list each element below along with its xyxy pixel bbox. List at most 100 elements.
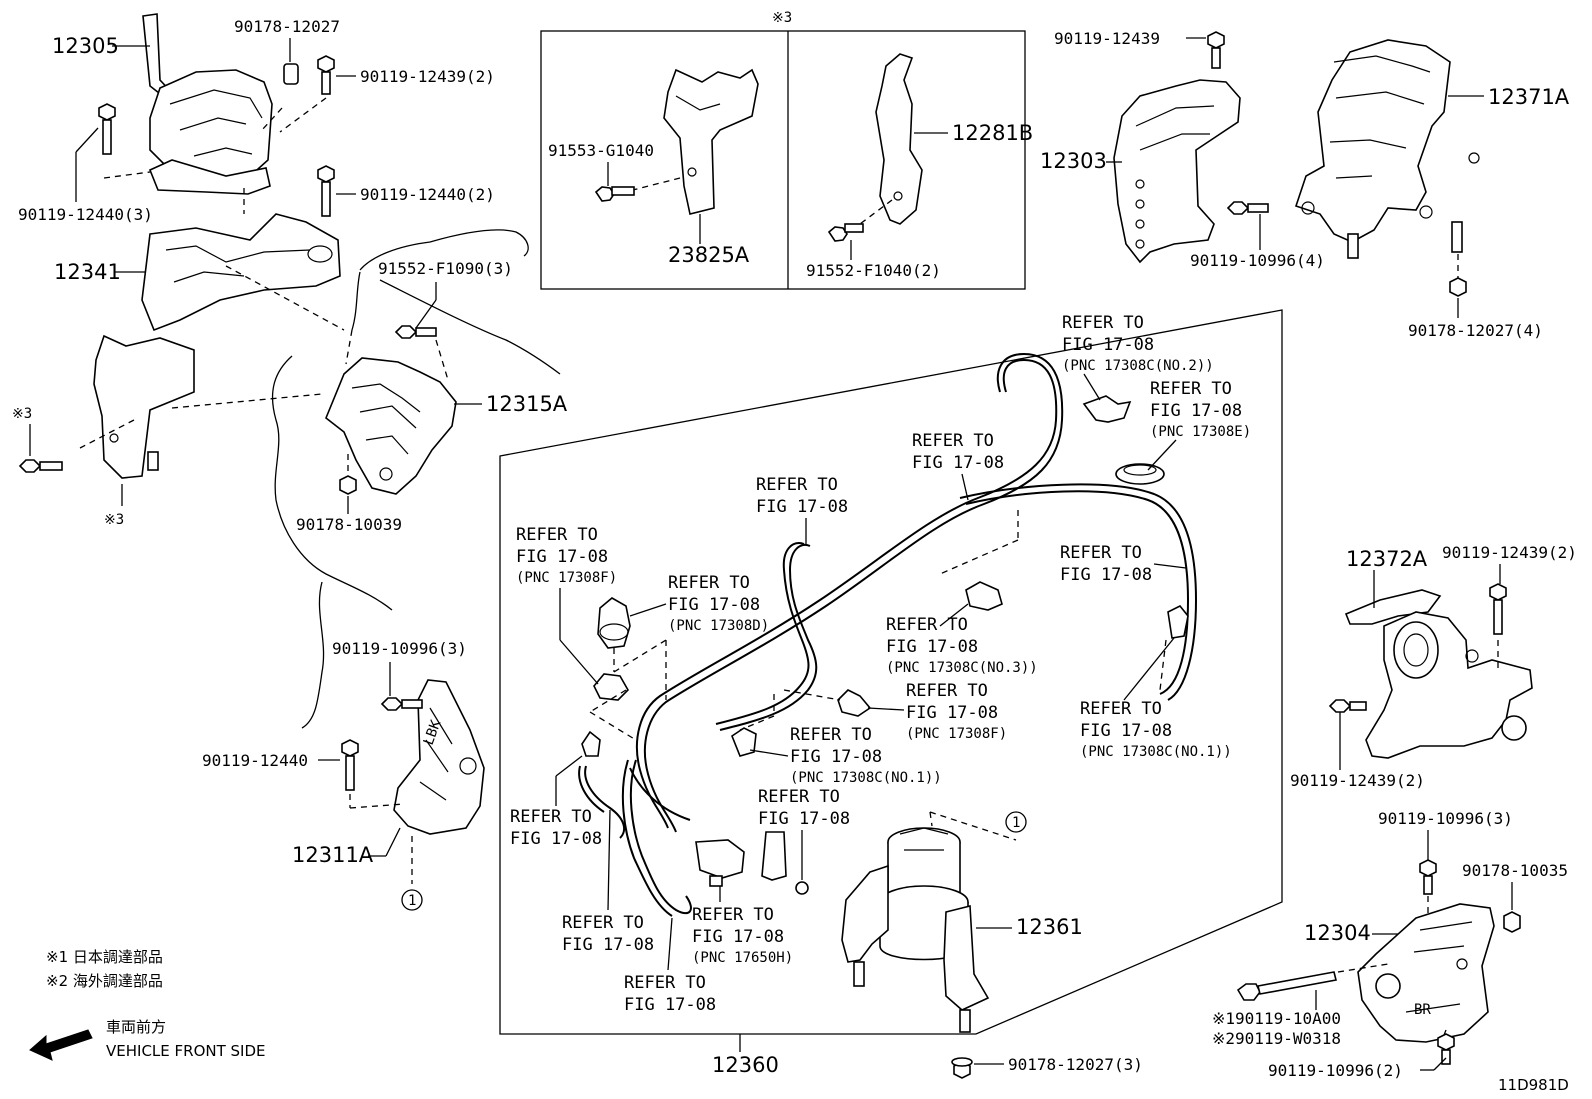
part-12311A[interactable]: LBK <box>393 679 485 835</box>
svg-text:FIG 17-08: FIG 17-08 <box>1062 335 1154 355</box>
svg-text:FIG 17-08: FIG 17-08 <box>1080 721 1172 741</box>
legend-note-1: ※1 日本調達部品 <box>46 948 163 966</box>
part-12372A[interactable] <box>1344 589 1533 759</box>
svg-text:FIG 17-08: FIG 17-08 <box>516 547 608 567</box>
bolt-91552-F1040[interactable] <box>827 223 864 242</box>
label-12303: 12303 <box>1040 149 1107 173</box>
label-90178-12027-3: 90178-12027(3) <box>1008 1055 1143 1074</box>
nut-90178-12027-4[interactable] <box>1449 277 1467 297</box>
label-90178-10035: 90178-10035 <box>1462 861 1568 880</box>
clip-17308C-no1-right[interactable] <box>1167 604 1189 639</box>
part-12341[interactable] <box>141 213 341 332</box>
circle-1-left <box>401 889 423 911</box>
bolt-91552-F1090-3[interactable] <box>394 325 437 339</box>
part-12361[interactable] <box>841 827 990 1033</box>
label-12311A: 12311A <box>292 843 374 867</box>
label-12372A: 12372A <box>1346 547 1428 571</box>
bolt-90119-12439-2-bottom[interactable] <box>1328 699 1367 713</box>
svg-text:REFER TO: REFER TO <box>516 525 598 545</box>
label-90119-10996-3-left: 90119-10996(3) <box>332 639 467 658</box>
bolt-90119-12440[interactable] <box>341 739 359 791</box>
svg-text:(PNC 17650H): (PNC 17650H) <box>692 950 793 966</box>
part-bracket-left[interactable] <box>93 334 195 479</box>
refer-17308D: REFER TO FIG 17-08 (PNC 17308D) <box>629 573 769 634</box>
clip-17308E[interactable] <box>1115 463 1165 485</box>
valve-17650H[interactable] <box>695 839 745 887</box>
part-12305[interactable] <box>103 13 283 195</box>
bolt-90119-12439-2[interactable] <box>317 55 335 95</box>
label-91552-F1040: 91552-F1040(2) <box>806 261 941 280</box>
bolt-90119-12440-2[interactable] <box>317 165 335 217</box>
svg-text:FIG 17-08: FIG 17-08 <box>692 927 784 947</box>
part-12281B[interactable] <box>859 53 923 225</box>
label-90119-10996-2: 90119-10996(2) <box>1268 1061 1403 1080</box>
svg-text:REFER TO: REFER TO <box>1062 313 1144 333</box>
svg-text:REFER TO: REFER TO <box>1060 543 1142 563</box>
svg-text:FIG 17-08: FIG 17-08 <box>758 809 850 829</box>
front-label-jp: 車両前方 <box>106 1018 166 1036</box>
svg-text:(PNC 17308F): (PNC 17308F) <box>906 726 1007 742</box>
bolt-90119-12439[interactable] <box>1207 31 1225 69</box>
bolt-bracket-small[interactable] <box>795 881 809 895</box>
label-90119-12439-2-bottom: 90119-12439(2) <box>1290 771 1425 790</box>
label-90178-12027: 90178-12027 <box>234 17 340 36</box>
clip-17308D[interactable] <box>597 597 631 649</box>
nut-90178-12027-3[interactable] <box>951 1057 973 1079</box>
clip-17308F-mid[interactable] <box>837 689 872 717</box>
part-12315A[interactable] <box>325 357 457 495</box>
part-12371A[interactable] <box>1294 39 1480 259</box>
label-12281B: 12281B <box>952 121 1033 145</box>
svg-text:REFER TO: REFER TO <box>912 431 994 451</box>
svg-text:(PNC 17308D): (PNC 17308D) <box>668 618 769 634</box>
bolt-91553-G1040[interactable] <box>594 186 635 202</box>
svg-text:(PNC 17308F): (PNC 17308F) <box>516 570 617 586</box>
label-23825A: 23825A <box>668 243 750 267</box>
bolt-90119-10996-3-right[interactable] <box>1419 859 1437 895</box>
bolt-90119-12439-2-right[interactable] <box>1489 583 1507 635</box>
bolt-90119-10996-3-left[interactable] <box>380 697 423 711</box>
svg-text:BR: BR <box>1414 1002 1431 1018</box>
nut-90178-10039[interactable] <box>339 475 357 495</box>
long-bolt-90119-10A00[interactable] <box>1236 971 1337 1001</box>
part-12303[interactable] <box>1113 79 1241 264</box>
svg-text:REFER TO: REFER TO <box>1150 379 1232 399</box>
label-12371A: 12371A <box>1488 85 1570 109</box>
svg-text:(PNC 17308E): (PNC 17308E) <box>1150 424 1251 440</box>
refer-fig-bracket: REFER TO FIG 17-08 <box>758 787 850 880</box>
refer-17308C-no2: REFER TO FIG 17-08 (PNC 17308C(NO.2)) <box>1062 313 1214 401</box>
clip-17308C-no1-mid[interactable] <box>731 727 757 757</box>
hose-box-outline <box>499 309 1283 1035</box>
clip-17308C-no3[interactable] <box>965 581 1003 611</box>
bolt-90119-10996-2[interactable] <box>1437 1033 1455 1065</box>
bolt-left-3[interactable] <box>18 459 63 473</box>
svg-text:FIG 17-08: FIG 17-08 <box>886 637 978 657</box>
bracket-small[interactable] <box>761 831 787 881</box>
nut-90178-10035[interactable] <box>1503 911 1521 933</box>
clip-17308F-left2[interactable] <box>581 730 601 757</box>
nut-90178-12027[interactable] <box>283 63 299 85</box>
svg-text:REFER TO: REFER TO <box>692 905 774 925</box>
label-12305: 12305 <box>52 34 119 58</box>
clip-17308C-no2[interactable] <box>1082 395 1132 423</box>
refer-17308F-mid: REFER TO FIG 17-08 (PNC 17308F) <box>867 681 1007 742</box>
bolt-90119-12440-3[interactable] <box>98 103 116 155</box>
circle-1-mid-label: 1 <box>1012 815 1020 831</box>
legend-note-2: ※2 海外調達部品 <box>46 972 163 990</box>
label-left-note-3-bottom: ※3 <box>104 512 124 528</box>
svg-text:FIG 17-08: FIG 17-08 <box>562 935 654 955</box>
label-90119-12439: 90119-12439 <box>1054 29 1160 48</box>
svg-text:REFER TO: REFER TO <box>758 787 840 807</box>
label-12304: 12304 <box>1304 921 1371 945</box>
bolt-90119-10996-4[interactable] <box>1226 201 1269 215</box>
svg-text:REFER TO: REFER TO <box>886 615 968 635</box>
clip-17308F-left[interactable] <box>593 673 629 701</box>
svg-text:FIG 17-08: FIG 17-08 <box>668 595 760 615</box>
refer-17650H: REFER TO FIG 17-08 (PNC 17650H) <box>692 886 793 966</box>
svg-text:FIG 17-08: FIG 17-08 <box>906 703 998 723</box>
part-12304[interactable]: BR <box>1357 903 1495 1043</box>
svg-text:FIG 17-08: FIG 17-08 <box>912 453 1004 473</box>
svg-text:REFER TO: REFER TO <box>756 475 838 495</box>
svg-text:REFER TO: REFER TO <box>790 725 872 745</box>
circle-1-left-label: 1 <box>408 893 416 909</box>
